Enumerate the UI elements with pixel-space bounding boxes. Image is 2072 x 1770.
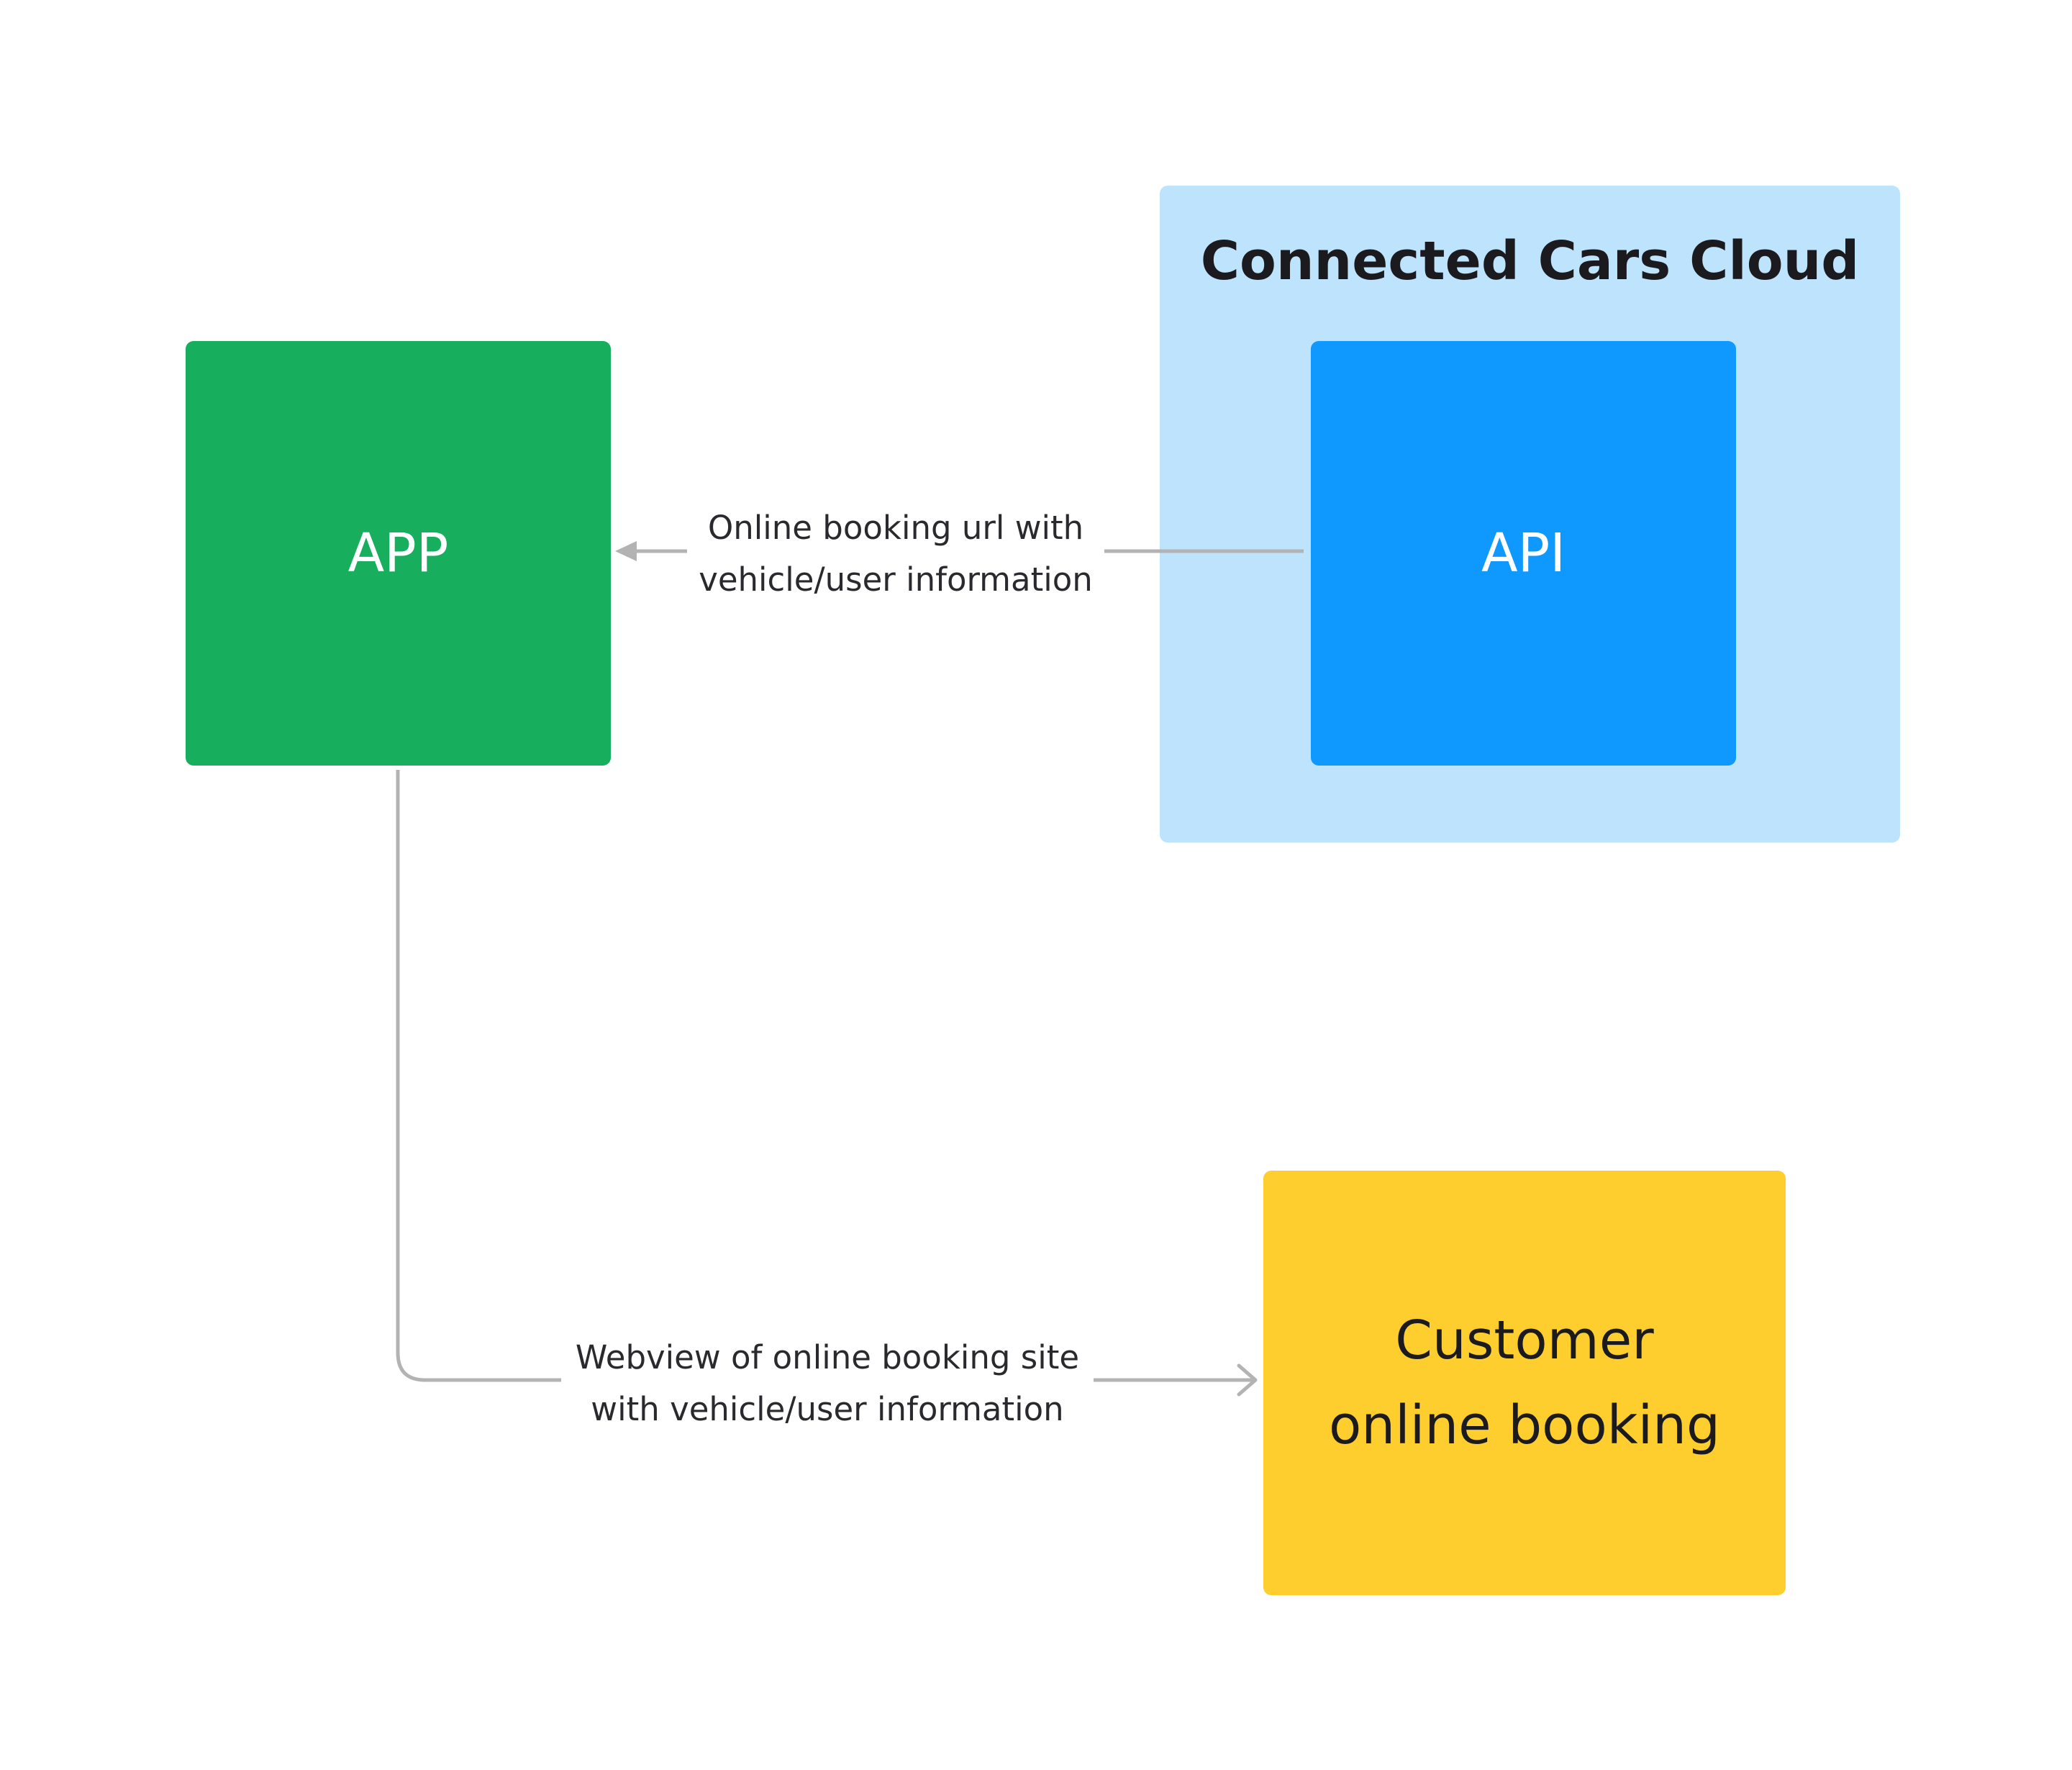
edge-app-to-booking-line — [396, 770, 1253, 1382]
edge-app-to-booking-arrowhead — [1237, 1363, 1258, 1397]
api-node: API — [1311, 341, 1736, 766]
customer-online-booking-node: Customer online booking — [1263, 1171, 1786, 1595]
api-node-label: API — [1481, 522, 1566, 584]
edge-app-to-booking-label: Webview of online booking site with vehi… — [561, 1332, 1094, 1435]
edge-api-to-app-arrowhead — [615, 541, 637, 561]
customer-online-booking-label: Customer online booking — [1328, 1309, 1721, 1456]
edge-app-to-booking — [396, 770, 1258, 1397]
cloud-group-title: Connected Cars Cloud — [1200, 230, 1860, 292]
app-node: APP — [186, 341, 611, 766]
app-node-label: APP — [347, 522, 449, 584]
edge-api-to-app-label: Online booking url with vehicle/user inf… — [687, 502, 1104, 606]
